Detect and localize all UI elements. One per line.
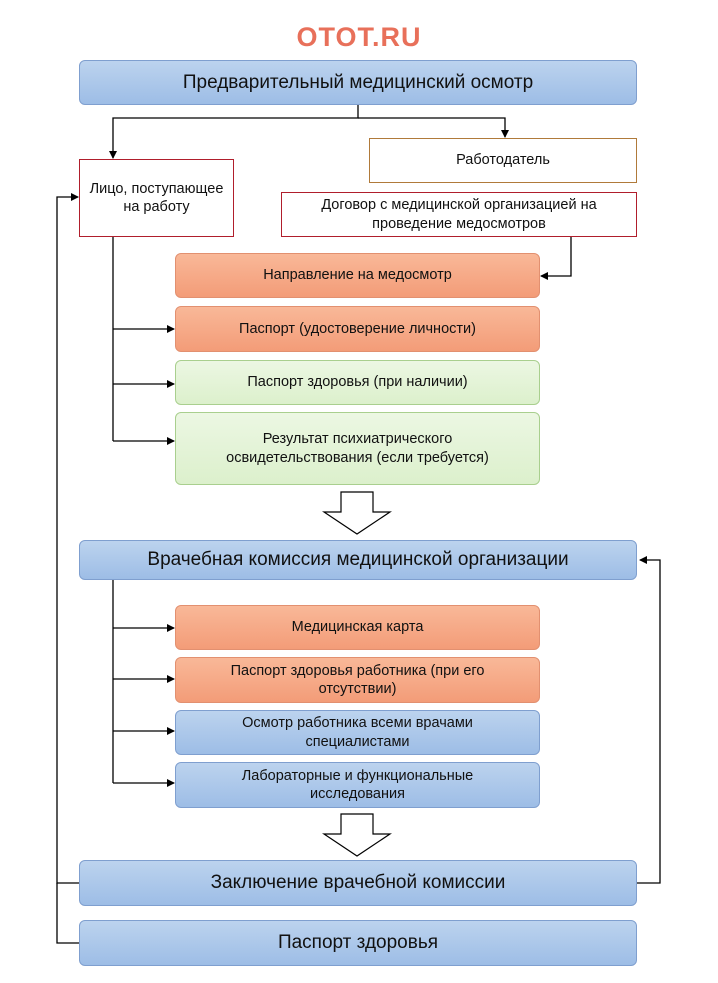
health-passport-final-label: Паспорт здоровья: [277, 932, 439, 954]
contract-label: Договор с медицинской организацией на пр…: [321, 197, 597, 232]
preliminary-exam-label: Предварительный медицинский осмотр: [182, 71, 534, 93]
preliminary-exam-box: Предварительный медицинский осмотр: [79, 60, 637, 105]
conclusion-box: Заключение врачебной комиссии: [79, 860, 637, 906]
health-passport-label: Паспорт здоровья (при наличии): [247, 374, 468, 391]
health-passport-final-box: Паспорт здоровья: [79, 920, 637, 966]
lab-tests-label: Лабораторные и функциональные исследован…: [241, 767, 474, 802]
referral-box: Направление на медосмотр: [175, 253, 540, 298]
lab-tests-box: Лабораторные и функциональные исследован…: [175, 762, 540, 808]
medical-card-label: Медицинская карта: [291, 619, 424, 636]
id-passport-label: Паспорт (удостоверение личности): [239, 320, 476, 337]
conclusion-label: Заключение врачебной комиссии: [210, 872, 506, 894]
person-box: Лицо, поступающее на работу: [79, 159, 234, 237]
psych-result-box: Результат психиатрического освидетельств…: [175, 412, 540, 485]
referral-label: Направление на медосмотр: [263, 267, 452, 284]
doctors-exam-label: Осмотр работника всеми врачами специалис…: [242, 715, 473, 750]
worker-passport-label: Паспорт здоровья работника (при его отсу…: [230, 662, 485, 697]
medical-card-box: Медицинская карта: [175, 605, 540, 650]
employer-label: Работодатель: [456, 152, 550, 169]
id-passport-box: Паспорт (удостоверение личности): [175, 306, 540, 352]
doctors-exam-box: Осмотр работника всеми врачами специалис…: [175, 710, 540, 755]
psych-result-label: Результат психиатрического освидетельств…: [226, 431, 489, 466]
commission-label: Врачебная комиссия медицинской организац…: [147, 549, 569, 571]
commission-box: Врачебная комиссия медицинской организац…: [79, 540, 637, 580]
employer-box: Работодатель: [369, 138, 637, 183]
contract-box: Договор с медицинской организацией на пр…: [281, 192, 637, 237]
person-label: Лицо, поступающее на работу: [89, 180, 224, 215]
health-passport-box: Паспорт здоровья (при наличии): [175, 360, 540, 405]
brand-logo: OTOT.RU: [296, 22, 422, 52]
worker-passport-box: Паспорт здоровья работника (при его отсу…: [175, 657, 540, 703]
